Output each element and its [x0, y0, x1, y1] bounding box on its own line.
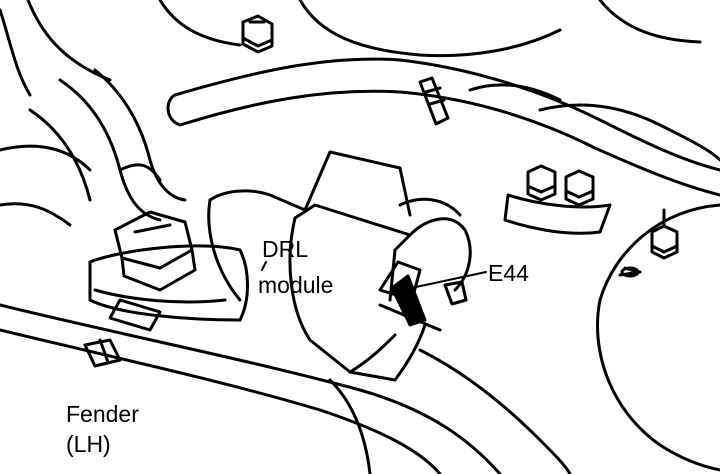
connector-e44-label: E44: [488, 260, 529, 286]
upper-hose: [166, 57, 720, 197]
fender-label: Fender: [66, 401, 139, 427]
fender-edge: [0, 303, 572, 474]
drl-leader-tick: [261, 261, 267, 271]
bolt-top: [241, 14, 274, 54]
left-hose: [28, 68, 187, 222]
drl-module: [207, 150, 472, 382]
bolt-right-1: [526, 164, 557, 202]
bolt-right-2: [564, 169, 595, 207]
bracket-plate: [503, 193, 612, 235]
e44-leader-line: [401, 271, 487, 291]
module-label: module: [258, 272, 334, 298]
strut-tower: [596, 203, 720, 472]
reservoir: [88, 210, 249, 332]
engine-bay-background-lines: [0, 0, 720, 227]
leader-lines: [261, 261, 487, 293]
fender-side-label: (LH): [66, 431, 111, 457]
drl-label: DRL: [262, 236, 309, 262]
